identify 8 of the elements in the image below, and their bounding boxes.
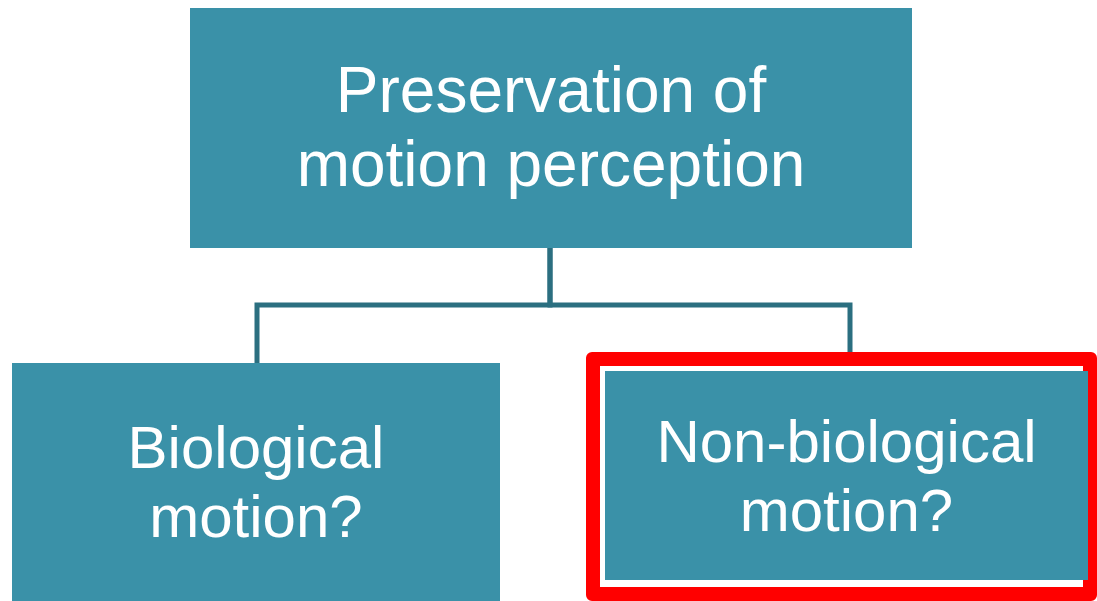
node-label: Preservation of motion perception <box>295 54 807 202</box>
node-label: Non-biological motion? <box>655 406 1038 545</box>
highlight-frame <box>586 352 1097 601</box>
process-box <box>190 8 912 248</box>
node-label: Biological motion? <box>126 413 386 551</box>
process-box <box>12 363 500 601</box>
connector-line <box>547 248 853 352</box>
process-box <box>605 371 1088 580</box>
